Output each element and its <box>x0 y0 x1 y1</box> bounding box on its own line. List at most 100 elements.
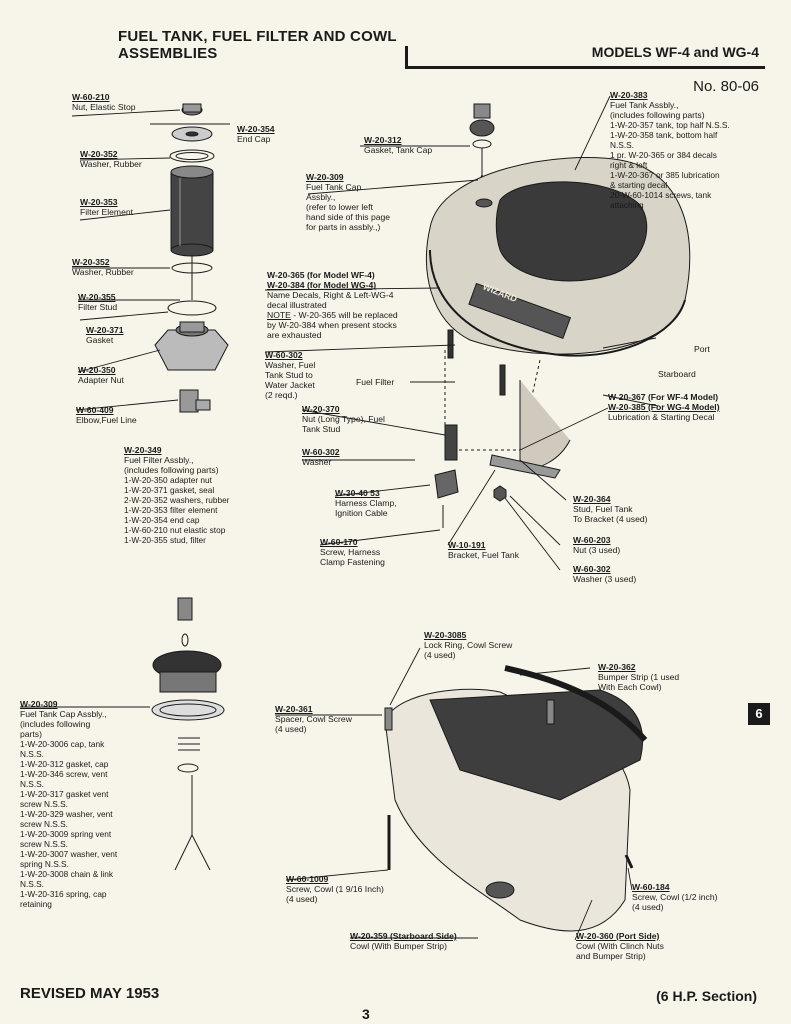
label-screw-harness: W-60-170 Screw, Harness Clamp Fastening <box>320 537 385 567</box>
part-name: Bracket, Fuel Tank <box>448 550 520 560</box>
part-name: Nut (3 used) <box>573 545 621 555</box>
page-title-line2: ASSEMBLIES <box>118 45 218 62</box>
label-nut-long-type: W-20-370 Nut (Long Type), Fuel Tank Stud <box>302 404 385 434</box>
part-name: Nut, Elastic Stop <box>72 102 136 112</box>
label-spacer-cowl: W-20-361 Spacer, Cowl Screw (4 used) <box>275 704 352 734</box>
part-number: W-20-370 <box>302 404 340 414</box>
label-washer-mid: W-60-302 Washer <box>302 447 340 467</box>
label-nut-elastic-stop: W-60-210 Nut, Elastic Stop <box>72 92 136 112</box>
part-name: Screw, Harness Clamp Fastening <box>320 547 385 567</box>
label-cowl-port: W-20-360 (Port Side) Cowl (With Clinch N… <box>576 931 664 961</box>
part-number-wg4: W-20-385 (For WG-4 Model) <box>608 402 720 412</box>
note-label: NOTE <box>267 310 291 320</box>
label-gasket-tank-cap: W-20-312 Gasket, Tank Cap <box>364 135 432 155</box>
part-number: W-60-170 <box>320 537 358 547</box>
part-number: W-20-383 <box>610 90 648 100</box>
part-name: Nut (Long Type), Fuel Tank Stud <box>302 414 385 434</box>
doc-number: No. 80-06 <box>693 78 759 95</box>
part-name: Fuel Tank Cap Assbly., (includes followi… <box>20 709 107 739</box>
part-number: W-20-354 <box>237 124 275 134</box>
label-washer-3: W-60-302 Washer (3 used) <box>573 564 636 584</box>
elastic-stop-nut-drawing <box>181 103 203 116</box>
label-nut-3: W-60-203 Nut (3 used) <box>573 535 620 555</box>
label-washer-rubber-lower: W-20-352 Washer, Rubber <box>72 257 134 277</box>
label-lube-decal: W-20-367 (For WF-4 Model) W-20-385 (For … <box>608 392 720 422</box>
part-name: Fuel Tank Assbly., (includes following p… <box>610 100 705 120</box>
page-title: FUEL TANK, FUEL FILTER AND COWL ASSEMBLI… <box>118 28 397 62</box>
part-number: W-20-3085 <box>424 630 467 640</box>
port-arrow <box>602 337 657 349</box>
part-number-wg4: W-20-384 (for Model WG-4) <box>267 280 377 290</box>
part-name: Fuel Filter <box>356 377 395 387</box>
label-end-cap: W-20-354 End Cap <box>237 124 275 144</box>
label-screw-cowl-short: W-60-184 Screw, Cowl (1/2 inch) (4 used) <box>632 882 718 912</box>
label-fuel-filter-assy: W-20-349 Fuel Filter Assbly., (includes … <box>124 445 229 545</box>
direction-name: Port <box>694 344 710 354</box>
part-number: W-20-362 <box>598 662 636 672</box>
label-harness-clamp: W-30-40 53 Harness Clamp, Ignition Cable <box>335 488 397 518</box>
label-stud-fuel-tank: W-20-364 Stud, Fuel Tank To Bracket (4 u… <box>573 494 648 524</box>
part-number-wf4: W-20-365 (for Model WF-4) <box>267 270 375 280</box>
part-name: Cowl (With Clinch Nuts and Bumper Strip) <box>576 941 664 961</box>
label-lock-ring: W-20-3085 Lock Ring, Cowl Screw (4 used) <box>424 630 512 660</box>
part-name: Fuel Filter Assbly., (includes following… <box>124 455 219 475</box>
part-name: Screw, Cowl (1/2 inch) (4 used) <box>632 892 718 912</box>
part-name: Gasket, Tank Cap <box>364 145 433 155</box>
part-number: W-60-409 <box>76 405 114 415</box>
part-number-wf4: W-20-367 (For WF-4 Model) <box>608 392 719 402</box>
label-fuel-filter-callout: Fuel Filter <box>356 377 394 387</box>
part-number: W-20-353 <box>80 197 118 207</box>
header-rule <box>405 46 765 69</box>
page-title-line1: FUEL TANK, FUEL FILTER AND COWL <box>118 28 397 45</box>
part-name: Lubrication & Starting Decal <box>608 412 715 422</box>
label-starboard: Starboard <box>658 369 696 379</box>
part-list: 1-W-20-3006 cap, tank N.S.S. 1-W-20-312 … <box>20 739 118 909</box>
part-name: Washer, Rubber <box>72 267 134 277</box>
part-name: Adapter Nut <box>78 375 124 385</box>
end-cap-drawing <box>171 126 213 142</box>
page-number: 3 <box>362 1006 370 1022</box>
part-name: Elbow,Fuel Line <box>76 415 137 425</box>
part-name: Bumper Strip (1 used With Each Cowl) <box>598 672 680 692</box>
part-number: W-60-302 <box>265 350 303 360</box>
part-name: Screw, Cowl (1 9/16 Inch) (4 used) <box>286 884 384 904</box>
part-name: Name Decals, Right & Left-WG-4 decal ill… <box>267 290 394 310</box>
part-number: W-60-302 <box>573 564 611 574</box>
part-number: W-30-40 53 <box>335 488 380 498</box>
part-number: W-20-352 <box>72 257 110 267</box>
part-name: Harness Clamp, Ignition Cable <box>335 498 397 518</box>
part-name: Cowl (With Bumper Strip) <box>350 941 447 951</box>
direction-name: Starboard <box>658 369 696 379</box>
part-number: W-60-203 <box>573 535 611 545</box>
leader-lines <box>20 95 633 941</box>
label-gasket: W-20-371 Gasket <box>86 325 124 345</box>
starboard-arrow <box>602 394 659 407</box>
part-name: Washer, Rubber <box>80 159 142 169</box>
part-number: W-10-191 <box>448 540 486 550</box>
label-fuel-tank-cap-assy: W-20-309 Fuel Tank Cap Assbly., (include… <box>20 699 117 909</box>
label-washer-rubber-top: W-20-352 Washer, Rubber <box>80 149 142 169</box>
part-name: Stud, Fuel Tank To Bracket (4 used) <box>573 504 648 524</box>
label-fuel-tank-assy: W-20-383 Fuel Tank Assbly., (includes fo… <box>610 90 730 210</box>
part-number: W-60-302 <box>302 447 340 457</box>
label-filter-stud: W-20-355 Filter Stud <box>78 292 117 312</box>
fuel-tank-drawing <box>425 157 691 357</box>
label-bracket-fuel-tank: W-10-191 Bracket, Fuel Tank <box>448 540 519 560</box>
part-number: W-60-184 <box>632 882 670 892</box>
label-filter-element: W-20-353 Filter Element <box>80 197 133 217</box>
part-list: 1-W-20-357 tank, top half N.S.S. 1-W-20-… <box>610 120 730 210</box>
label-name-decals: W-20-365 (for Model WF-4) W-20-384 (for … <box>267 270 398 340</box>
section-label: (6 H.P. Section) <box>656 988 757 1004</box>
part-name: Lock Ring, Cowl Screw (4 used) <box>424 640 513 660</box>
rubber-washer-drawing <box>169 149 215 163</box>
part-name: Fuel Tank Cap Assbly., (refer to lower l… <box>306 182 391 232</box>
part-number: W-20-349 <box>124 445 162 455</box>
gasket-drawing <box>167 300 217 316</box>
label-washer-fuel-tank-stud: W-60-302 Washer, Fuel Tank Stud to Water… <box>265 350 315 400</box>
part-list: 1-W-20-350 adapter nut 1-W-20-371 gasket… <box>124 475 230 545</box>
part-name: Filter Element <box>80 207 134 217</box>
part-number: W-20-350 <box>78 365 116 375</box>
part-number: W-60-1009 <box>286 874 329 884</box>
filter-element-drawing <box>170 165 214 257</box>
part-number: W-20-364 <box>573 494 611 504</box>
